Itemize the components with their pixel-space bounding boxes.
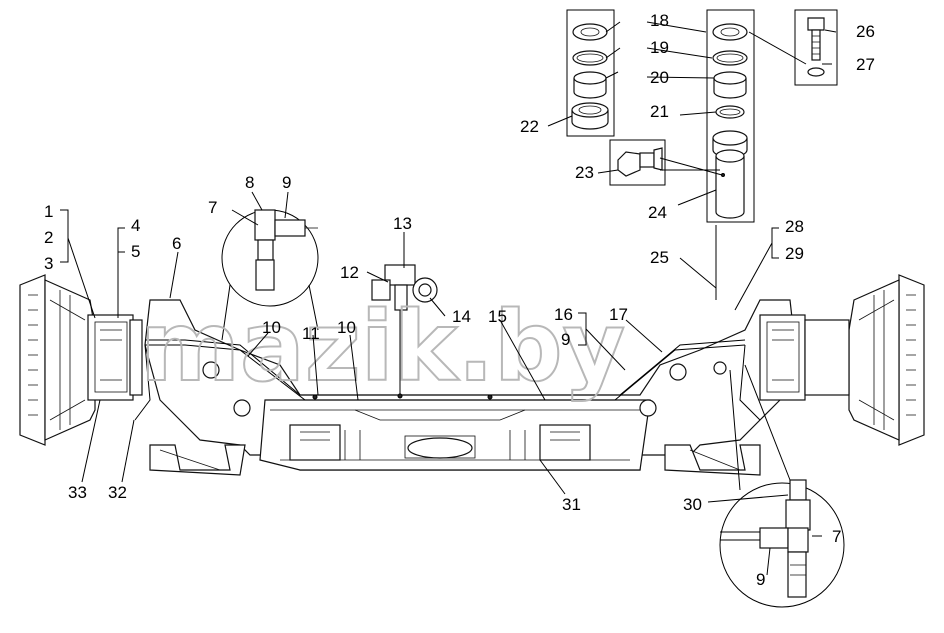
grease-fitting-detail (609, 139, 666, 186)
callout-17: 17 (609, 305, 628, 324)
callout-9-b: 9 (561, 330, 570, 349)
callout-labels: 1 2 3 4 5 6 7 8 9 10 11 10 12 13 14 15 1… (44, 11, 875, 589)
callout-9-c: 9 (756, 570, 765, 589)
callout-4: 4 (131, 216, 140, 235)
callout-1: 1 (44, 202, 53, 221)
callout-6: 6 (172, 234, 181, 253)
callout-10: 10 (262, 318, 281, 337)
axle-housing (144, 299, 796, 476)
callout-18: 18 (650, 11, 669, 30)
callout-9: 9 (282, 173, 291, 192)
callout-19: 19 (650, 38, 669, 57)
callout-26: 26 (856, 22, 875, 41)
callout-31: 31 (562, 495, 581, 514)
callout-15: 15 (488, 307, 507, 326)
callout-25: 25 (650, 248, 669, 267)
callout-16: 16 (554, 305, 573, 324)
callout-11: 11 (302, 324, 320, 343)
callout-32: 32 (108, 483, 127, 502)
left-wheel-hub (19, 274, 143, 446)
bearing-stack-left (566, 9, 615, 137)
callout-24: 24 (648, 203, 667, 222)
bolt-detail (794, 9, 838, 86)
brake-lines (134, 300, 761, 421)
leader-lines (60, 21, 837, 576)
callout-10-b: 10 (337, 318, 356, 337)
callout-5: 5 (131, 242, 140, 261)
callout-22: 22 (520, 117, 539, 136)
callout-7: 7 (208, 198, 217, 217)
callout-13: 13 (393, 214, 412, 233)
callout-23: 23 (575, 163, 594, 182)
watermark: mazik.by (140, 291, 625, 403)
callout-2: 2 (44, 228, 53, 247)
callout-28: 28 (785, 217, 804, 236)
bearing-stack-right (706, 9, 755, 223)
detail-circle-left (221, 209, 319, 341)
callout-30: 30 (683, 495, 702, 514)
callout-29: 29 (785, 244, 804, 263)
right-wheel-hub (759, 274, 925, 446)
callout-20: 20 (650, 68, 669, 87)
callout-27: 27 (856, 55, 875, 74)
callout-33: 33 (68, 483, 87, 502)
detail-circle-right (719, 364, 845, 608)
callout-7-b: 7 (832, 527, 841, 546)
callout-21: 21 (650, 102, 669, 121)
callout-14: 14 (452, 307, 471, 326)
tee-fitting (371, 264, 438, 311)
callout-8: 8 (245, 173, 254, 192)
callout-3: 3 (44, 254, 53, 273)
callout-12: 12 (340, 263, 359, 282)
